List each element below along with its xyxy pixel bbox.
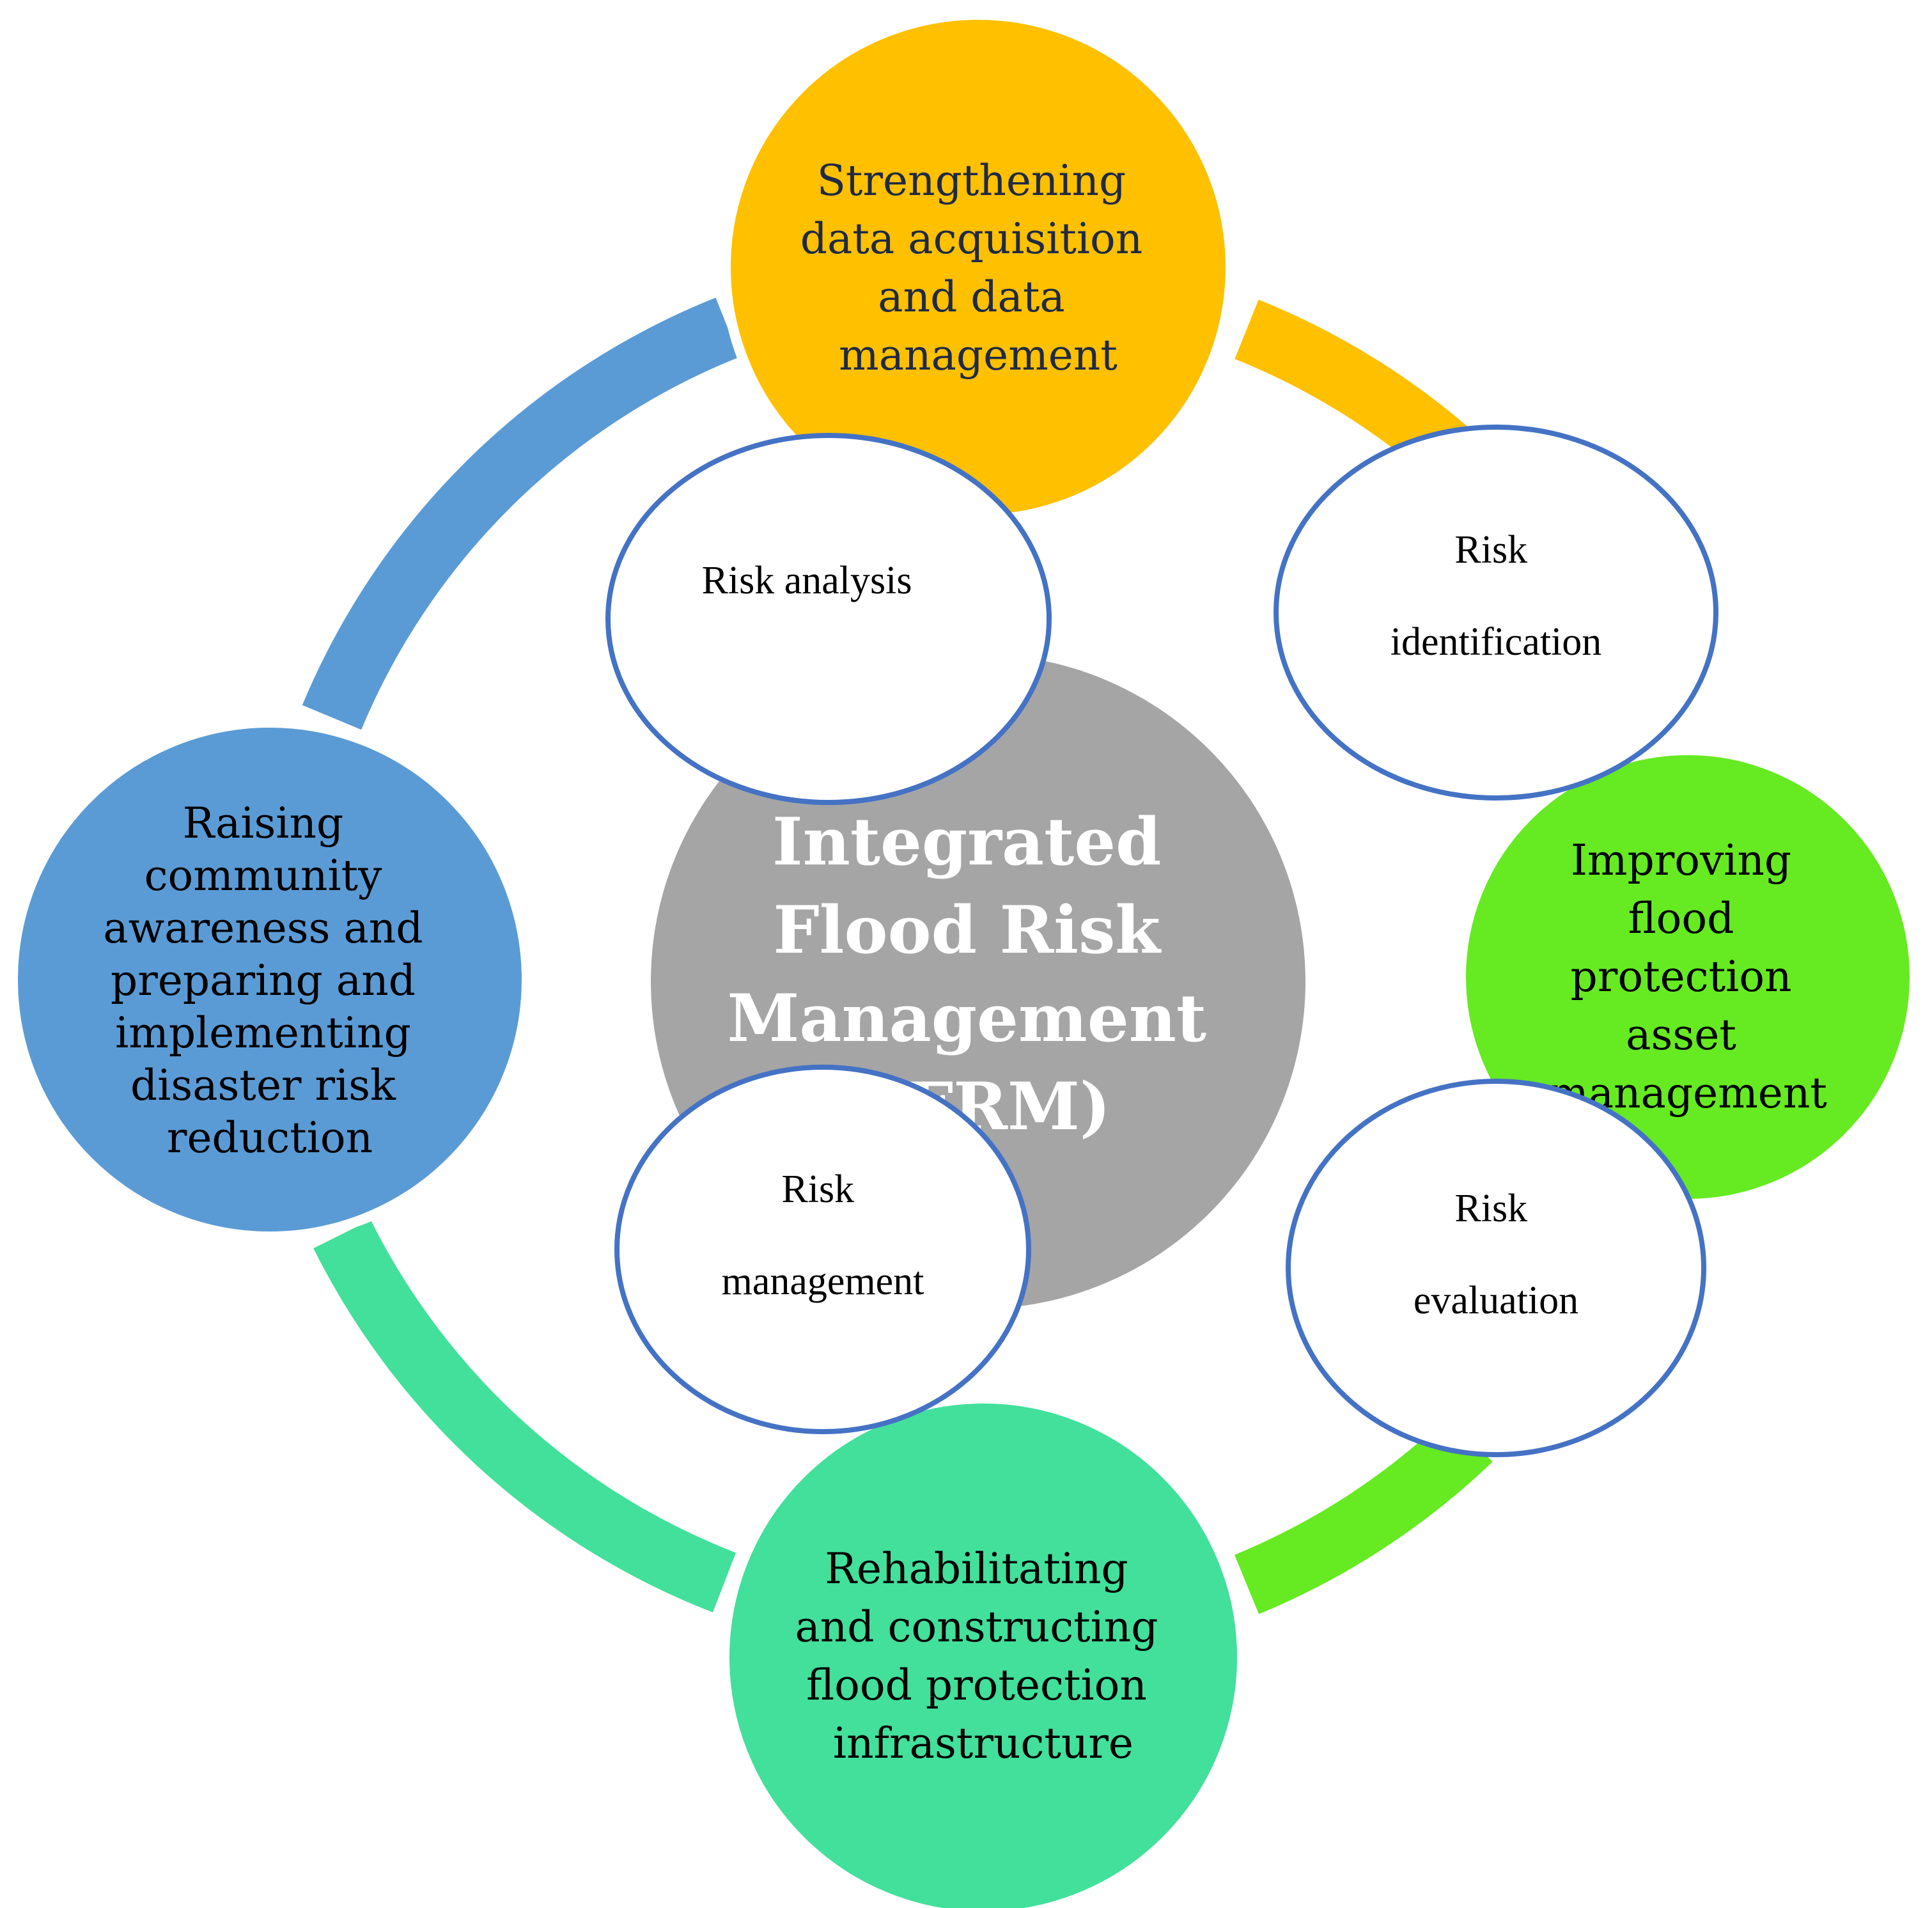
outer-text-left: Raising community awareness and preparin… — [103, 799, 436, 1162]
analysis-line-1: Risk analysis — [702, 559, 912, 602]
inner-node-evaluation: Risk evaluation — [1286, 1079, 1706, 1457]
outer-node-left: Raising community awareness and preparin… — [8, 717, 532, 1242]
inner-text-evaluation: Risk evaluation — [1414, 1187, 1578, 1322]
evaluation-line-2: evaluation — [1414, 1279, 1578, 1322]
right-line-4: asset — [1626, 1010, 1736, 1060]
inner-ellipse-evaluation — [1286, 1079, 1706, 1457]
arc-right-to-bottom — [1234, 1415, 1493, 1615]
left-line-5: implementing — [115, 1008, 411, 1058]
outer-node-bottom: Rehabilitating and constructing flood pr… — [719, 1393, 1247, 1908]
outer-text-bottom: Rehabilitating and constructing flood pr… — [795, 1544, 1171, 1768]
outer-circle-bottom — [719, 1393, 1247, 1908]
left-line-6: disaster risk — [130, 1061, 396, 1110]
top-line-1: Strengthening — [817, 156, 1126, 205]
outer-circle-left — [8, 717, 532, 1242]
bottom-line-2: and constructing — [795, 1602, 1158, 1652]
center-line-3: Management — [727, 980, 1206, 1057]
inner-node-analysis: Risk analysis — [605, 433, 1052, 805]
inner-node-management: Risk management — [614, 1065, 1031, 1434]
inner-text-identification: Risk identification — [1391, 528, 1602, 664]
identification-line-1: Risk — [1454, 528, 1527, 572]
right-line-3: protection — [1571, 952, 1792, 1001]
inner-text-analysis: Risk analysis — [702, 559, 912, 602]
left-line-1: Raising — [183, 799, 343, 848]
left-line-7: reduction — [167, 1113, 373, 1162]
right-line-2: flood — [1628, 894, 1734, 943]
center-line-2: Flood Risk — [773, 892, 1162, 969]
arc-left-to-top — [302, 297, 740, 730]
bottom-line-4: infrastructure — [833, 1719, 1133, 1768]
ring-arcs — [302, 297, 1493, 1615]
identification-line-2: identification — [1391, 620, 1602, 664]
inner-node-identification: Risk identification — [1274, 425, 1718, 801]
left-line-4: preparing and — [111, 956, 416, 1005]
evaluation-line-1: Risk — [1454, 1187, 1527, 1230]
management-line-1: Risk — [781, 1168, 854, 1211]
inner-ellipse-identification — [1274, 425, 1718, 801]
management-line-2: management — [722, 1260, 924, 1303]
top-line-2: data acquisition — [800, 214, 1142, 263]
inner-text-management: Risk management — [722, 1168, 924, 1303]
right-line-1: Improving — [1571, 836, 1791, 885]
top-line-3: and data — [878, 272, 1065, 322]
top-line-4: management — [839, 331, 1118, 380]
left-line-3: awareness and — [103, 903, 423, 953]
arc-bottom-to-left — [313, 1219, 736, 1613]
bottom-line-3: flood protection — [806, 1661, 1147, 1710]
inner-ellipse-management — [614, 1065, 1031, 1434]
outer-text-top: Strengthening data acquisition and data … — [800, 156, 1156, 380]
outer-node-top: Strengthening data acquisition and data … — [721, 10, 1236, 525]
bottom-line-1: Rehabilitating — [825, 1544, 1128, 1593]
left-line-2: community — [144, 851, 383, 900]
inner-ellipse-analysis — [605, 433, 1052, 805]
center-line-1: Integrated — [772, 804, 1161, 880]
outer-text-right: Improving flood protection asset managem… — [1548, 836, 1827, 1118]
